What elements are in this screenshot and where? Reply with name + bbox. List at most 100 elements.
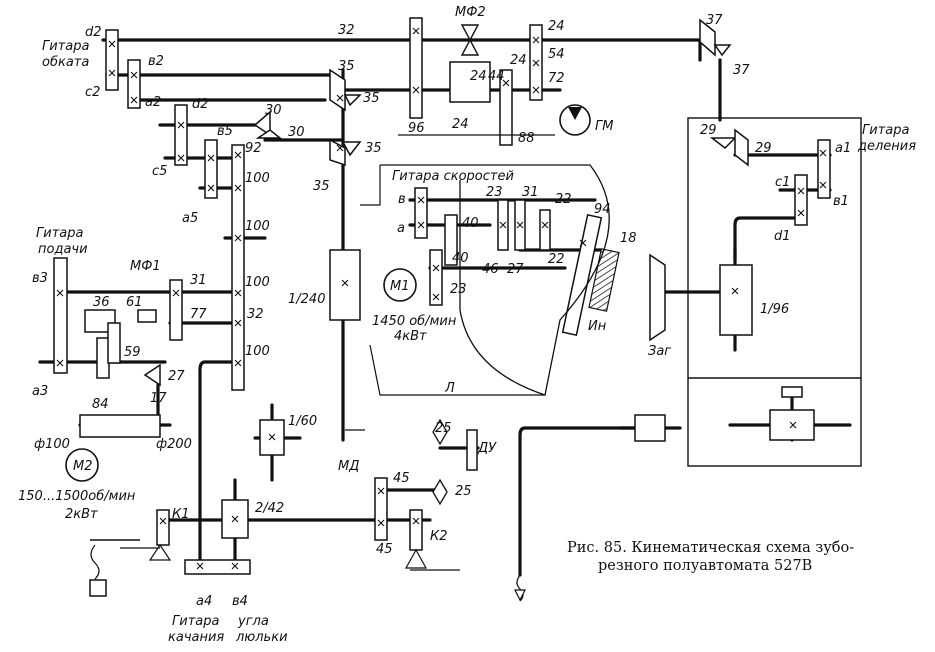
label-30b: 30 [288, 125, 305, 140]
motors [65, 24, 591, 506]
label-podachi-2: подачи [38, 242, 88, 257]
label-m2: М2 [73, 459, 93, 474]
label-m1-power: 4кВт [394, 329, 427, 344]
label-29b: 29 [755, 141, 772, 156]
label-a2: a2 [145, 95, 161, 110]
label-m1: М1 [390, 279, 410, 294]
label-88: 88 [518, 131, 535, 146]
bevel-37b [713, 44, 732, 57]
gear-v-a [414, 187, 428, 239]
label-a4: a4 [196, 594, 212, 609]
label-d200: ф200 [156, 437, 192, 452]
label-podachi-1: Гитара [36, 226, 83, 241]
du-diamond-bottom [432, 478, 448, 506]
label-c5: c5 [152, 164, 167, 179]
label-37b: 37 [733, 63, 750, 78]
weight-spring [90, 544, 100, 580]
clamp-top [781, 386, 803, 398]
label-59: 59 [124, 345, 141, 360]
bevel-29b [734, 128, 749, 167]
label-1-96: 1/96 [760, 302, 789, 317]
deleniya-shaft-c [733, 216, 802, 262]
label-100c: 100 [245, 275, 270, 290]
differential-box [449, 61, 491, 103]
gear-32-96 [409, 17, 423, 119]
gear-column-100 [231, 144, 245, 391]
label-b1: в1 [833, 194, 849, 209]
label-31: 31 [190, 273, 207, 288]
cutter-hatched [588, 248, 620, 312]
label-45a: 45 [393, 471, 410, 486]
label-23a: 23 [450, 282, 467, 297]
gear-d2-c5 [174, 104, 188, 166]
label-gm: ГМ [595, 119, 613, 134]
label-zag: Заг [648, 344, 671, 359]
label-1-240: 1/240 [288, 292, 325, 307]
label-96: 96 [408, 121, 425, 136]
figure-caption-line2: резного полуавтомата 527В [598, 558, 812, 574]
label-54: 54 [548, 47, 565, 62]
mf2-clutch [460, 24, 480, 56]
label-37a: 37 [706, 13, 723, 28]
gear-61 [137, 309, 157, 323]
gear-40-23 [429, 249, 443, 306]
label-31b: 31 [522, 185, 539, 200]
label-100d: 100 [245, 344, 270, 359]
hose-spring [516, 574, 524, 602]
label-1-60: 1/60 [288, 414, 317, 429]
label-b3: в3 [32, 271, 48, 286]
label-24b: 24 [510, 53, 527, 68]
bevel-29a [709, 137, 737, 149]
bevel-gears [143, 18, 749, 387]
gear-22 [539, 209, 551, 251]
label-deleniya-2: деления [857, 139, 916, 154]
gears [53, 17, 831, 597]
gear-b3-a3 [53, 257, 68, 374]
label-44: 44 [488, 69, 505, 84]
label-27b: 27 [507, 262, 524, 277]
cam-k2 [409, 509, 423, 551]
label-22b: 22 [548, 252, 565, 267]
label-mf2: МФ2 [455, 5, 486, 20]
label-29a: 29 [700, 123, 717, 138]
label-25a: 25 [435, 421, 452, 436]
label-obkata-2: обката [42, 55, 89, 70]
motor-m1 [383, 268, 417, 302]
gear-59 [107, 322, 121, 364]
speed-link [360, 165, 381, 206]
gear-24-88 [499, 69, 513, 146]
gear-40 [444, 214, 458, 266]
hose-end [514, 589, 526, 602]
label-100b: 100 [245, 219, 270, 234]
label-l: Л [444, 381, 455, 396]
label-92: 92 [245, 141, 262, 156]
gear-45 [374, 477, 388, 541]
label-mf1: МФ1 [130, 259, 161, 274]
feed-return-shaft [198, 360, 242, 572]
label-32a: 32 [338, 23, 355, 38]
label-lyulki-2: люльки [235, 630, 288, 645]
k1-support [148, 543, 172, 561]
label-a3: a3 [32, 384, 48, 399]
label-84: 84 [92, 397, 109, 412]
bevel-30b [255, 129, 283, 139]
label-a5: a5 [182, 211, 198, 226]
label-32b: 32 [247, 307, 264, 322]
label-d2: d2 [85, 25, 102, 40]
label-d100: ф100 [34, 437, 70, 452]
label-v: в [398, 192, 406, 207]
label-24c: 24 [470, 69, 487, 84]
label-30a: 30 [265, 103, 282, 118]
label-lyulki-1: угла [237, 614, 269, 629]
gear-a4-b4 [184, 559, 251, 575]
label-du: ДУ [477, 441, 497, 456]
label-m2-speed: 150...1500об/мин [18, 489, 136, 504]
gear-du [466, 429, 478, 471]
label-a: а [397, 221, 405, 236]
label-kachaniya-2: качания [168, 630, 224, 645]
gear-b2-a2 [127, 59, 141, 109]
label-m1-speed: 1450 об/мин [372, 314, 457, 329]
label-40b: 40 [452, 251, 469, 266]
label-35d: 35 [313, 179, 330, 194]
label-24d: 24 [452, 117, 469, 132]
